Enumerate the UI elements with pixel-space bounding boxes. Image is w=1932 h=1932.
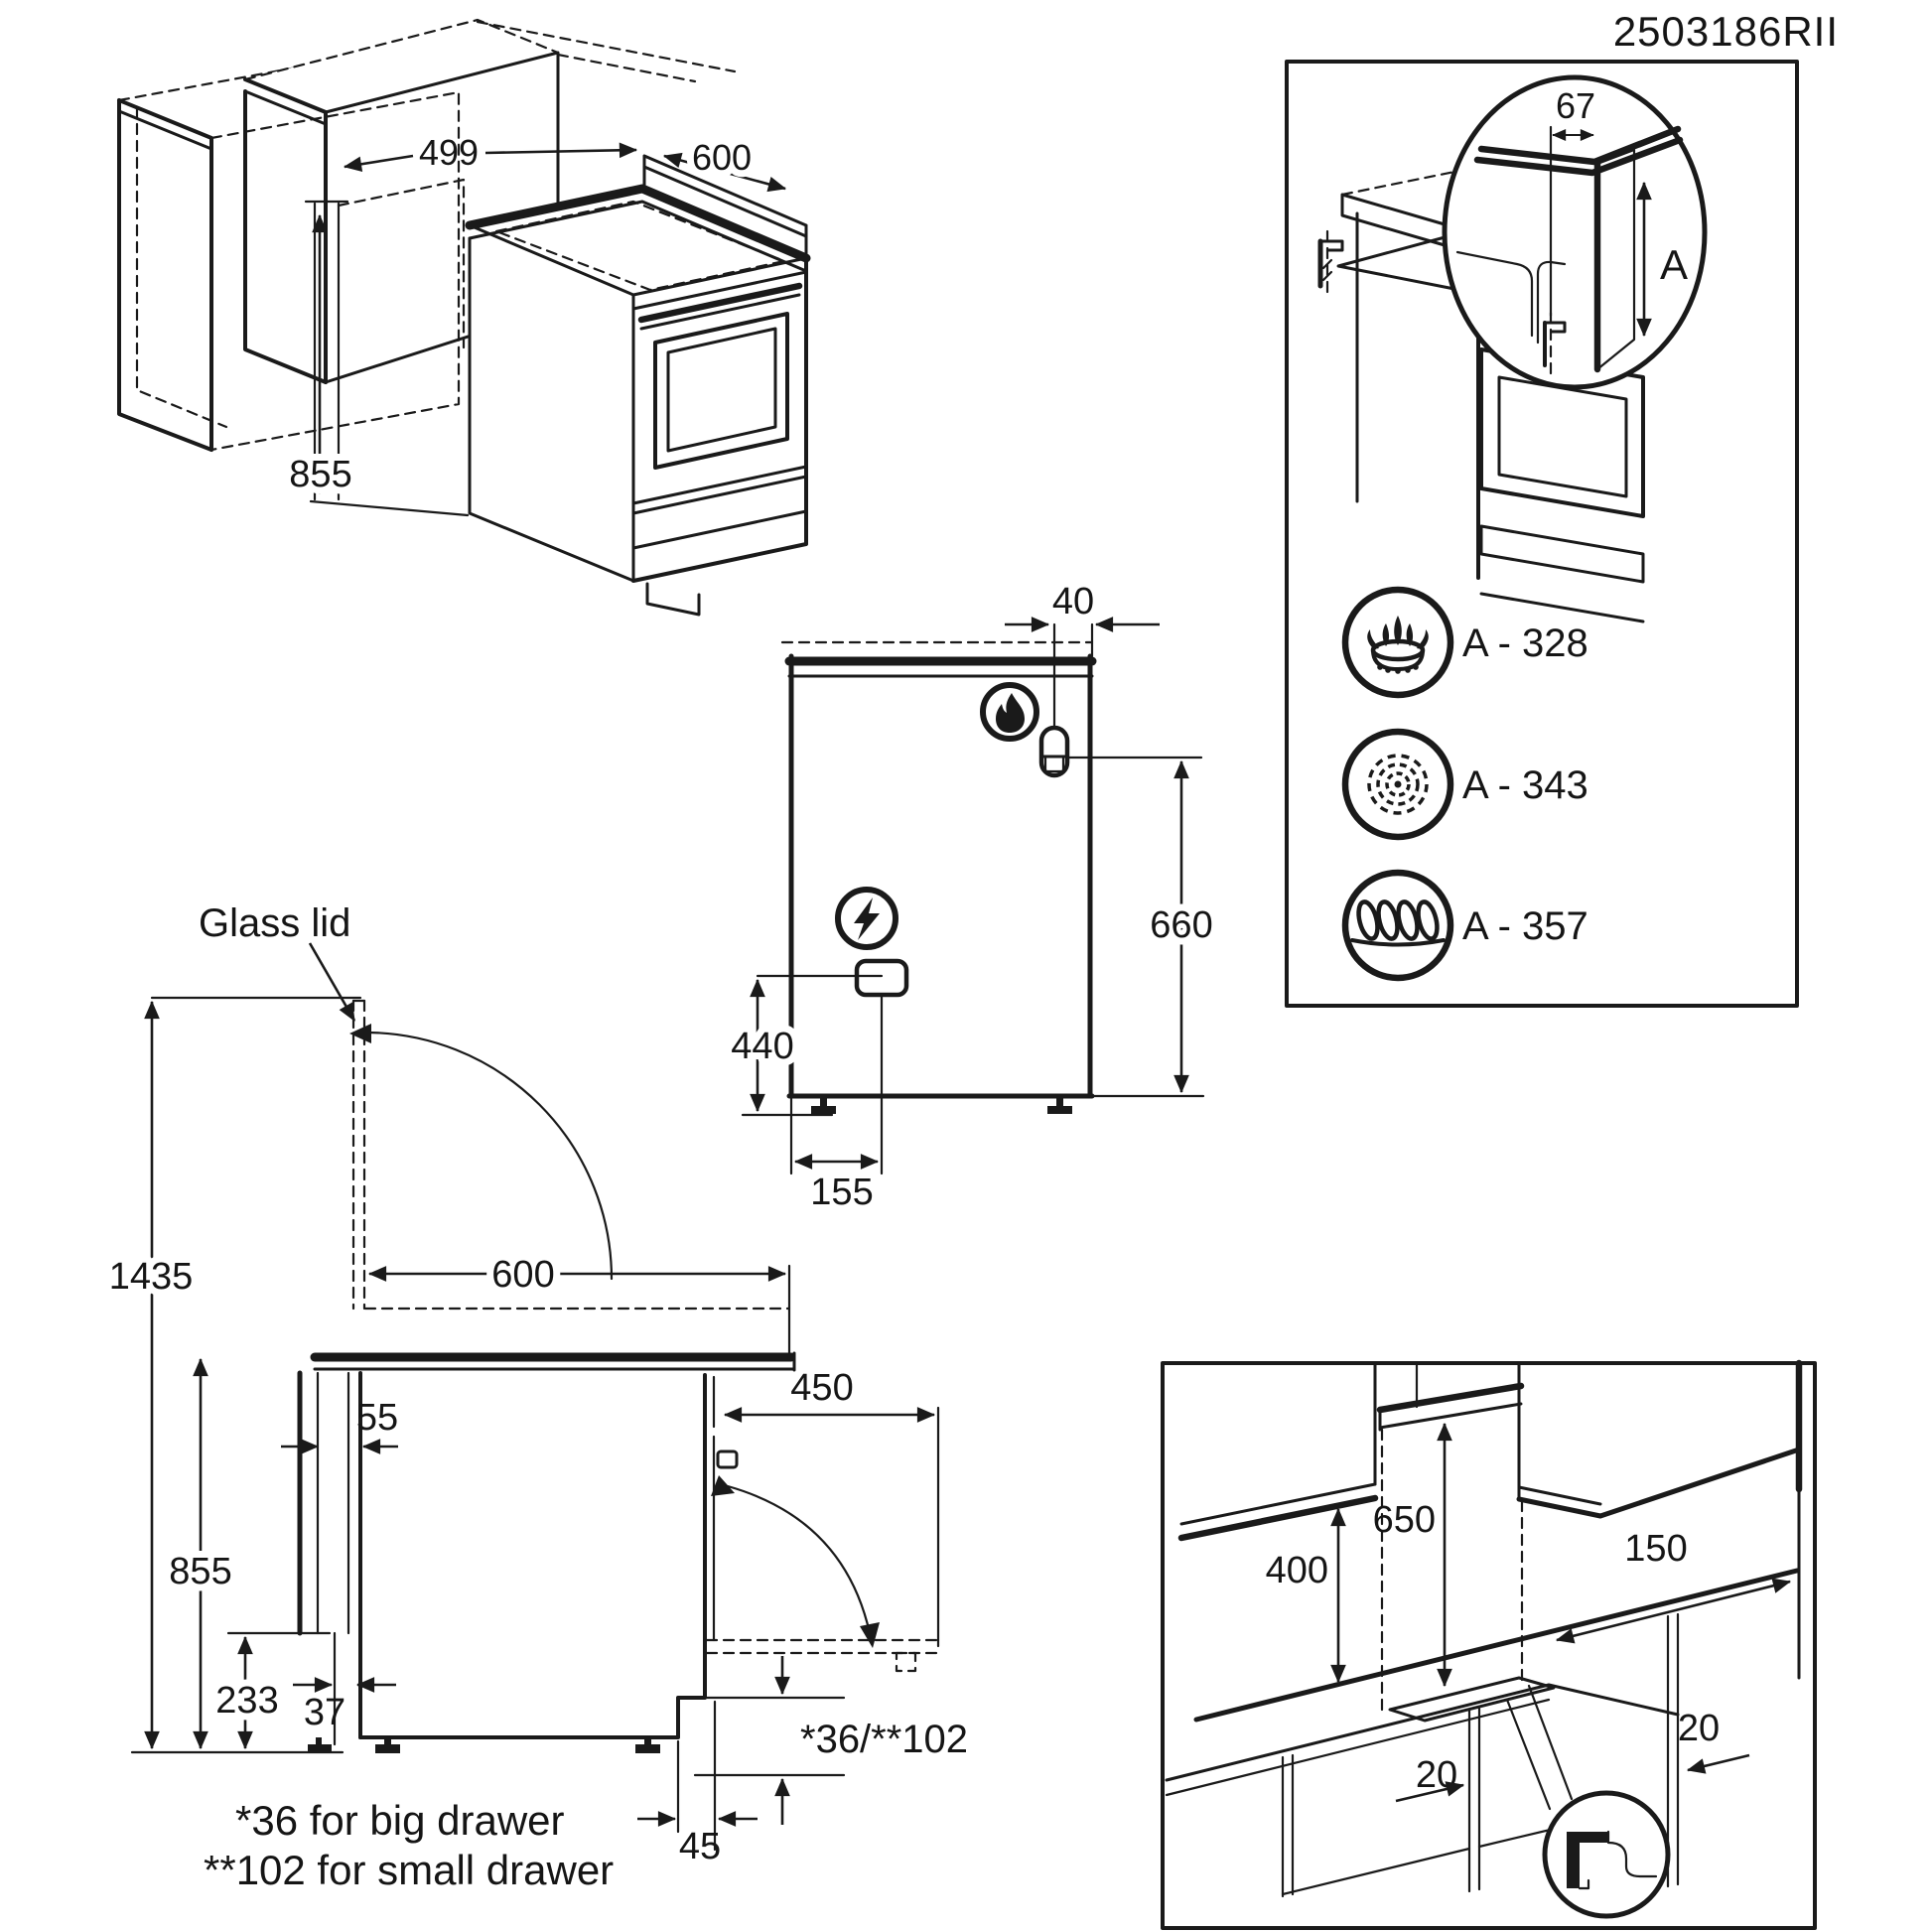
- dim-855-side-label: 855: [169, 1551, 231, 1592]
- dim-440: 440: [724, 974, 884, 1117]
- dim-67: 67: [1552, 85, 1595, 142]
- dim-233: 233: [208, 1631, 332, 1750]
- dim-20-left-label: 20: [1416, 1754, 1457, 1796]
- glass-lid-leader: [308, 942, 356, 1022]
- bracket-detail-box: 67 A A - 328: [1285, 60, 1799, 1008]
- doc-number: 2503186RII: [1613, 8, 1839, 55]
- dim-55: 55: [281, 1397, 398, 1454]
- dim-650-label: 650: [1373, 1499, 1436, 1541]
- dim-600-side: 600: [367, 1247, 791, 1355]
- dim-55-label: 55: [356, 1397, 398, 1439]
- dim-45: 45: [637, 1700, 758, 1867]
- dim-600-top: 600: [662, 130, 787, 193]
- dim-855-top-label: 855: [289, 454, 351, 495]
- dim-A-label: A: [1660, 241, 1688, 288]
- dim-855-top: 855: [282, 213, 359, 502]
- dim-150: 150: [1555, 1528, 1792, 1644]
- dim-660-label: 660: [1150, 904, 1212, 946]
- legend-fan-label: A - 343: [1462, 763, 1588, 807]
- gas-connection: [1038, 622, 1203, 778]
- dim-20-right: 20: [1678, 1708, 1750, 1774]
- rear-view: 40 660 440 155: [724, 581, 1220, 1213]
- cooker-hood: [1376, 1361, 1525, 1432]
- dim-40: 40: [1005, 581, 1160, 632]
- magnifier-circle: 67 A: [1442, 74, 1708, 390]
- dim-600-side-label: 600: [491, 1254, 554, 1296]
- electrical-connection: [789, 958, 909, 1175]
- dim-step: *36/**102: [693, 1656, 968, 1825]
- electric-icon: [835, 887, 898, 950]
- glass-lid-open: [349, 999, 791, 1311]
- dim-233-label: 233: [215, 1680, 278, 1722]
- bracket-box-legend: A - 328 A - 343 A - 357: [1341, 586, 1588, 982]
- rear-feet: [811, 1096, 1072, 1114]
- dim-440-label: 440: [731, 1026, 793, 1067]
- dim-1435-label: 1435: [109, 1256, 194, 1298]
- dim-1435: 1435: [102, 996, 362, 1750]
- dim-67-label: 67: [1556, 85, 1595, 126]
- dim-450-label: 450: [790, 1367, 853, 1409]
- glass-lid-label: Glass lid: [199, 901, 350, 945]
- dim-499-label: 499: [419, 132, 479, 173]
- dim-650: 650: [1373, 1422, 1452, 1688]
- footnote-small-drawer: **102 for small drawer: [204, 1847, 614, 1893]
- dim-450: 450: [723, 1367, 940, 1648]
- dim-A: A: [1636, 181, 1688, 338]
- left-wall-unit: [1177, 1361, 1379, 1542]
- dim-step-label: *36/**102: [800, 1718, 968, 1761]
- side-cooker: [346, 1371, 739, 1753]
- dim-45-label: 45: [679, 1826, 721, 1867]
- dim-37-label: 37: [304, 1692, 345, 1733]
- dim-37: 37: [293, 1677, 396, 1733]
- dim-400: 400: [1266, 1507, 1346, 1684]
- dim-400-label: 400: [1266, 1550, 1328, 1591]
- dim-155: 155: [793, 1154, 880, 1213]
- dim-660: 660: [1090, 759, 1220, 1098]
- coil-icon: [1341, 869, 1454, 982]
- right-wall-unit: [1516, 1359, 1803, 1680]
- wall-bracket-icon: [1317, 229, 1344, 297]
- trim-profile-icon: [1567, 1830, 1658, 1890]
- dim-20-right-label: 20: [1678, 1708, 1720, 1749]
- dim-20-left: 20: [1395, 1754, 1465, 1803]
- gas-burner-icon: [1341, 586, 1454, 699]
- legend-coil-label: A - 357: [1462, 904, 1588, 948]
- left-cabinet: [117, 53, 461, 452]
- wall-bracket-small-icon: [1543, 311, 1567, 377]
- trim-detail: [1505, 1684, 1671, 1919]
- fan-icon: [1341, 728, 1454, 841]
- dim-855-side: 855: [130, 1357, 345, 1754]
- flame-icon: [980, 682, 1039, 742]
- adjacent-unit: [297, 1370, 337, 1753]
- dim-40-label: 40: [1052, 581, 1094, 622]
- dim-155-label: 155: [810, 1172, 873, 1213]
- clearance-box: 650 400 150 20 20: [1161, 1359, 1817, 1930]
- dim-499: 499: [343, 132, 638, 173]
- dim-600-top-label: 600: [692, 137, 752, 178]
- tall-cabinet: [243, 18, 737, 384]
- side-view: Glass lid 1435 600: [102, 901, 968, 1893]
- iso-view: 499 600 855: [117, 18, 811, 617]
- open-door: [705, 1475, 940, 1673]
- dim-150-label: 150: [1624, 1528, 1687, 1570]
- iso-cooker: [465, 154, 811, 617]
- footnote-big-drawer: *36 for big drawer: [235, 1797, 565, 1844]
- legend-gas-label: A - 328: [1462, 621, 1588, 665]
